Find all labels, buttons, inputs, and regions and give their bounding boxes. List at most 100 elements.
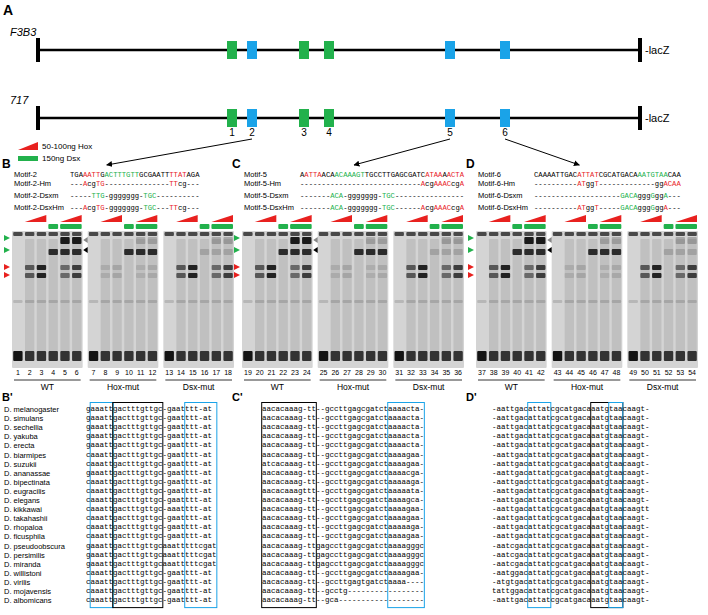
free-probe-band [279,351,288,361]
band-pointer [313,247,318,253]
hox-band [223,273,232,278]
lane-number: 53 [676,369,684,377]
mutant-name: Motif-5-Dsxm [244,190,289,202]
hox-band [176,273,185,278]
dsx-band [49,249,58,255]
lane-number: 30 [379,369,387,377]
hox-wedge [211,215,233,222]
sequence-run: A [300,171,304,179]
gel-smear [354,239,363,351]
sequence-run: CAAAATTGAC [534,171,577,179]
species-name: D. sechellia [4,423,43,432]
supershift-band [676,237,685,244]
dsx-bar [512,224,522,229]
aligned-sequence: -aattgacattatcgcatgacaaatgtaacaagt- [492,414,650,423]
aligned-sequence: aacacaaag-ttgagccttgagcgatctaaaagggc [262,542,424,551]
species-name: D. erecta [4,441,34,450]
panel-letter: C [232,157,241,171]
mutant-name: Motif-2-DsxHm [14,202,64,214]
supershift-band [302,237,311,244]
aligned-sequence: caaattgactttgttgc-gaatttt-at [86,596,212,605]
sequence-run: A [83,204,87,212]
mutant-sequence: ----------ATggT-----GACAgggGggA--- [534,202,681,214]
aligned-sequence: -aatcgacattatcgcatgacaaatgtaacaagt- [492,542,650,551]
gel-background [88,231,159,368]
sequence-run: CAA [668,171,681,179]
free-probe-band [101,351,110,361]
gel-smear [430,239,439,351]
lane-number: 9 [115,369,119,377]
sequence-run: TT [169,204,178,212]
gel-smear [676,239,685,351]
gel-well [223,232,232,236]
gel-well [536,232,545,236]
dsx-site-box [299,41,309,59]
gel-well [501,232,510,236]
aligned-sequence: aacacaaagttt--gccttgagcgatctaaaaata- [262,487,424,496]
species-name: D. willistoni [4,569,42,578]
minor-band [354,300,363,303]
aligned-sequence: -aattgacattatcgcatgacaaatgtaacaagt- [492,432,650,441]
hox-wedge [366,215,388,222]
hox-wedge [640,215,662,222]
minor-band [101,300,110,303]
dsx-site-box [324,41,334,59]
minor-band [136,300,145,303]
site-number: 1 [225,127,239,138]
hox-wedge [600,215,622,222]
hox-band [37,273,46,278]
site-box [299,109,309,127]
lane-number: 15 [189,369,197,377]
gel-smear [652,239,661,351]
aligned-sequence: aacacaaag-tt--gccttgagtgatctaaaa---- [262,578,424,587]
lane-number: 21 [268,369,276,377]
gel-well [430,232,439,236]
sequence-run: gg [655,204,664,212]
sequence-run: cg [87,204,96,212]
hox-band [255,265,264,270]
717-construct [36,106,642,130]
sequence-run: --- [668,192,681,200]
hox-wedge [255,215,277,222]
mutant-name: Motif-5-DsxHm [244,202,294,214]
gel-well [565,232,574,236]
panel-letter: B [2,157,11,171]
hox-band [148,265,157,270]
hox-wedge [330,215,352,222]
minor-band [453,300,462,303]
hox-band [442,265,451,270]
reporter-name: -lacZ [645,112,669,125]
minor-band [223,300,232,303]
sequence-run: CGCATGACA [599,171,638,179]
aligned-sequence: gaaattgactttgttgcaaatttttcgat [86,560,217,569]
dsx-bar [366,224,388,229]
gel-well [302,232,311,236]
hox-band [148,273,157,278]
minor-band [536,300,545,303]
sequence-run: ACAA [663,180,680,188]
lane-number: 8 [103,369,107,377]
aligned-sequence: -aattgacattatcgcatgacaaatgtaacaagt- [492,441,650,450]
sequence-run: A [421,204,425,212]
species-name: D. virilis [4,578,30,587]
species-name: D. mojavensis [4,587,51,596]
dsx-band [148,249,157,255]
motif-pointer [505,139,579,165]
gel-well [553,232,562,236]
band-pointer [4,272,10,278]
supershift-band [600,237,609,244]
free-probe-band [290,351,299,361]
lane-number: 36 [454,369,462,377]
supershift-band [378,237,387,244]
lane-number: 16 [201,369,209,377]
hox-wedge [176,215,198,222]
lane-number: 33 [419,369,427,377]
gel-smear [279,239,288,351]
probe-group: WT [41,382,54,392]
probe-group: Hox-mut [571,382,603,392]
supershift-band [366,237,375,244]
lane-number: 51 [653,369,661,377]
hox-band [576,273,585,278]
aligned-sequence: caaattgactttgttgc-gaatttt-at [86,478,212,487]
lane-number: 43 [554,369,562,377]
